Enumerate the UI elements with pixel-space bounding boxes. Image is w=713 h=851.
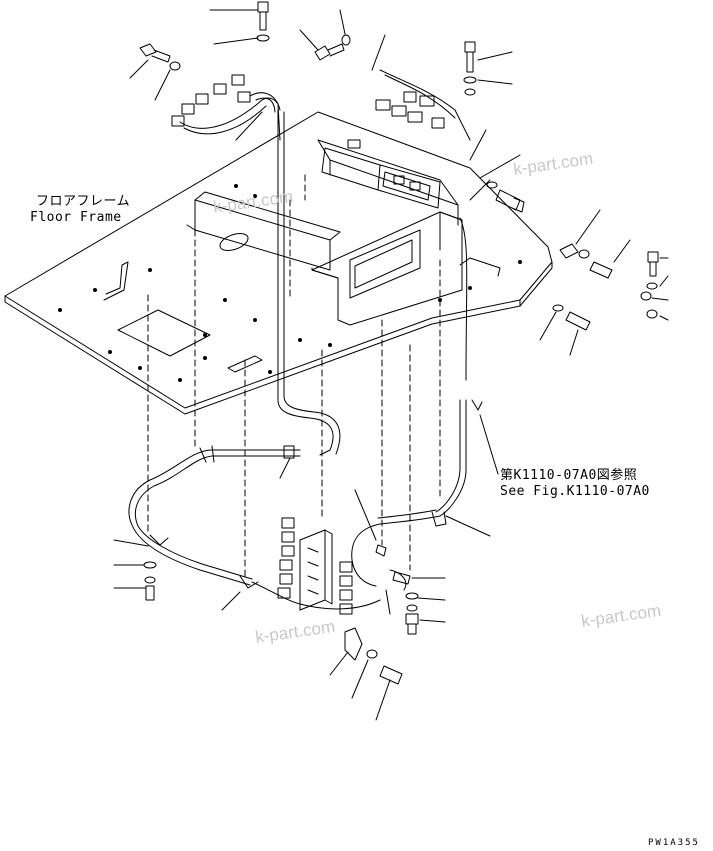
- leader-lines: [113, 9, 669, 721]
- connector-cluster-left: [171, 74, 281, 141]
- hardware: [139, 1, 659, 685]
- console-box: [311, 139, 463, 326]
- see-figure-label-en: See Fig.K1110-07A0: [500, 484, 650, 499]
- alignment-lines: [147, 174, 441, 581]
- wire-harness: [128, 109, 468, 610]
- floor-frame-plate: [4, 111, 553, 415]
- terminal-block: [277, 517, 353, 615]
- connector-cluster-top: [375, 69, 471, 141]
- left-bracket: [186, 191, 341, 271]
- floor-frame-label-en: Floor Frame: [30, 210, 122, 225]
- plate-holes: [58, 184, 522, 382]
- drawing-code: PW1A355: [648, 838, 700, 848]
- floor-frame-label-jp: フロアフレーム: [36, 194, 131, 209]
- see-figure-label-jp: 第K1110-07A0図参照: [500, 468, 638, 483]
